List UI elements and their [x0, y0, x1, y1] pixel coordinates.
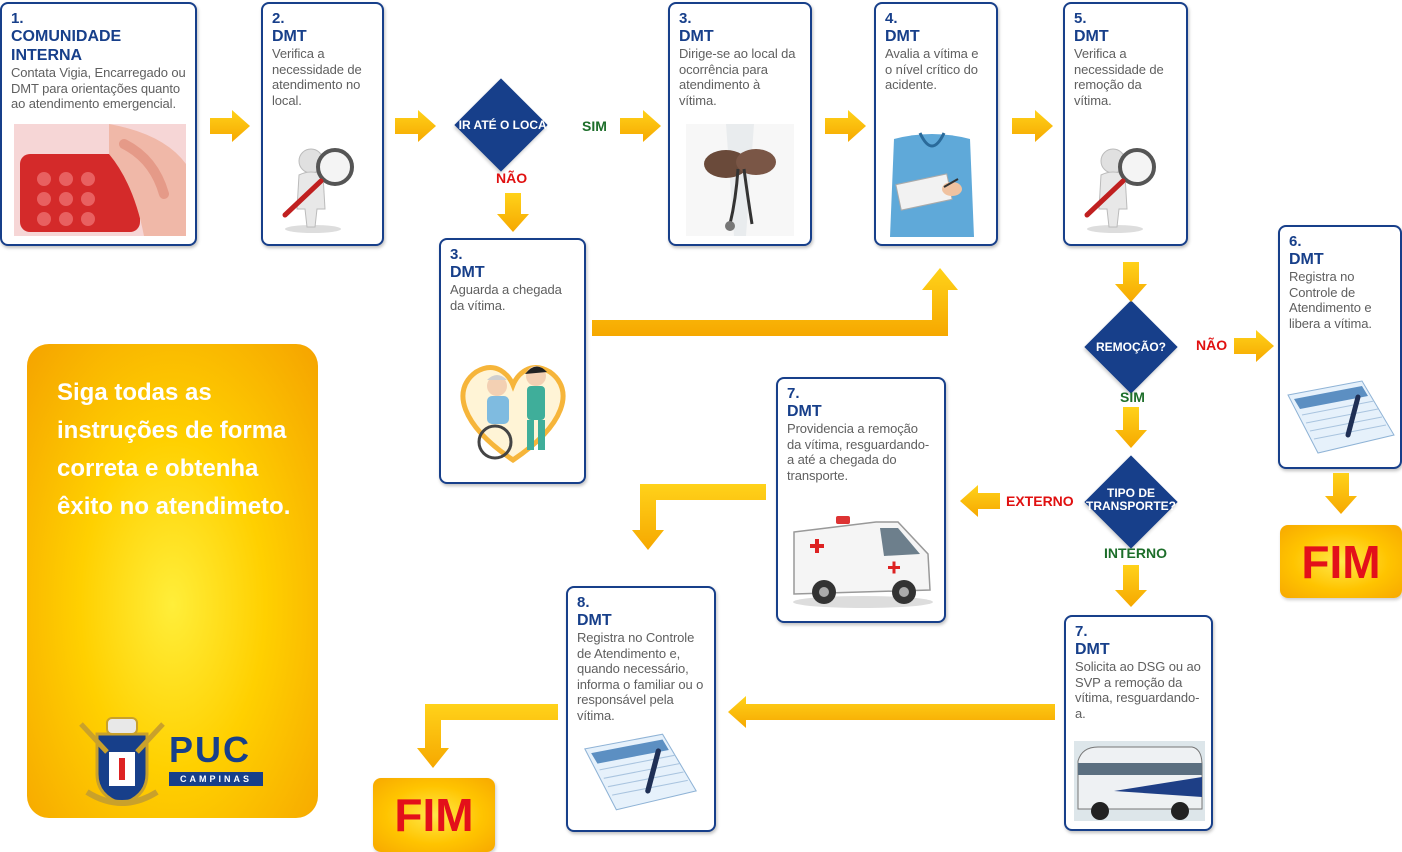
step-number: 6.	[1289, 233, 1302, 250]
arrow-7b-to-8	[728, 696, 1055, 728]
arrow-8-to-fim	[417, 704, 558, 768]
arrow-sim-to-3a	[620, 110, 661, 142]
decision-transport-external: EXTERNO	[1006, 493, 1074, 509]
step-description: Aguarda a chegada da vítima.	[450, 282, 562, 313]
decision-removal-label: REMOÇÃO?	[1096, 339, 1166, 354]
decision-removal-yes: SIM	[1120, 389, 1145, 405]
step-3b-box: 3. DMT Aguarda a chegada da vítima.	[439, 238, 586, 484]
step-number: 4.	[885, 10, 898, 27]
step-5-box: 5. DMT Verifica a necessidade de remoção…	[1063, 2, 1188, 246]
step-7b-box: 7. DMT Solicita ao DSG ou ao SVP a remoç…	[1064, 615, 1213, 831]
step-4-box: 4. DMT Avalia a vítima e o nível crítico…	[874, 2, 998, 246]
step-description: Solicita ao DSG ou ao SVP a remoção da v…	[1075, 659, 1201, 721]
step-description: Registra no Controle de Atendimento e, q…	[577, 630, 704, 723]
step-description: Contata Vigia, Encarregado ou DMT para o…	[11, 65, 186, 111]
step-1-box: 1. COMUNIDADE INTERNA Contata Vigia, Enc…	[0, 2, 197, 246]
instructions-panel: Siga todas as instruções de forma corret…	[27, 344, 318, 818]
form-document-icon	[584, 733, 697, 811]
instructions-text: Siga todas as instruções de forma corret…	[57, 379, 291, 520]
arrow-4-to-5	[1012, 110, 1053, 142]
decision-transport-label: TIPO DE TRANSPORTE?	[1086, 486, 1176, 513]
step-2-box: 2. DMT Verifica a necessidade de atendim…	[261, 2, 384, 246]
step-3a-box: 3. DMT Dirige-se ao local da ocorrência …	[668, 2, 812, 246]
logo-name: PUC	[169, 729, 252, 770]
arrow-1-to-2	[210, 110, 250, 142]
step-role: DMT	[787, 403, 822, 420]
step-6-box: 6. DMT Registra no Controle de Atendimen…	[1278, 225, 1402, 469]
step-role: COMUNIDADE INTERNA	[11, 28, 122, 64]
step-number: 7.	[787, 385, 800, 402]
decision-removal-no: NÃO	[1196, 337, 1228, 353]
step-number: 7.	[1075, 623, 1088, 640]
decision-transport-internal: INTERNO	[1104, 545, 1167, 561]
step-8-box: 8. DMT Registra no Controle de Atendimen…	[566, 586, 716, 832]
step-number: 5.	[1074, 10, 1087, 27]
ambulance-icon	[793, 516, 933, 608]
step-role: DMT	[1289, 251, 1324, 268]
arrow-6-to-fim	[1325, 473, 1357, 514]
telephone-icon	[14, 124, 186, 236]
arrow-2-to-decision	[395, 110, 436, 142]
step-number: 1.	[11, 10, 24, 27]
end-terminal-bottom: FIM	[373, 778, 495, 852]
decision-go-to-site-label: IR ATÉ O LOCAL?	[458, 117, 562, 132]
step-role: DMT	[272, 28, 307, 45]
step-description: Verifica a necessidade de remoção da vít…	[1074, 46, 1164, 108]
step-role: DMT	[1074, 28, 1109, 45]
form-document-icon	[1287, 380, 1395, 454]
arrow-7a-elbow	[632, 484, 766, 550]
step-description: Avalia a vítima e o nível crítico do aci…	[885, 46, 979, 92]
arrow-3b-to-4	[592, 268, 958, 336]
magnifier-figure-icon	[282, 148, 354, 233]
arrow-externo-to-7a	[960, 485, 1000, 517]
doctor-stethoscope-image	[686, 124, 794, 236]
arrow-sim-to-transport	[1115, 407, 1147, 448]
arrow-no-to-6	[1234, 330, 1274, 362]
step-7a-box: 7. DMT Providencia a remoção da vítima, …	[776, 377, 946, 623]
step-role: DMT	[679, 28, 714, 45]
step-description: Dirige-se ao local da ocorrência para at…	[679, 46, 796, 108]
nurse-clipboard-image	[884, 129, 980, 237]
step-role: DMT	[1075, 641, 1110, 658]
step-description: Providencia a remoção da vítima, resguar…	[787, 421, 930, 483]
end-terminal-right: FIM	[1280, 525, 1402, 598]
decision-go-to-site-no: NÃO	[496, 170, 528, 186]
arrow-nao-to-3b	[497, 193, 529, 232]
logo-subtitle: CAMPINAS	[169, 772, 263, 786]
step-role: DMT	[577, 612, 612, 629]
step-role: DMT	[450, 264, 485, 281]
wheelchair-nurse-icon	[460, 365, 566, 464]
van-image	[1074, 741, 1205, 821]
step-description: Registra no Controle de Atendimento e li…	[1289, 269, 1372, 331]
arrow-3a-to-4	[825, 110, 866, 142]
magnifier-figure-icon	[1084, 148, 1156, 233]
step-role: DMT	[885, 28, 920, 45]
puc-campinas-crest-logo	[79, 717, 165, 806]
decision-go-to-site-yes: SIM	[582, 118, 607, 134]
step-number: 3.	[450, 246, 463, 263]
step-number: 3.	[679, 10, 692, 27]
step-number: 8.	[577, 594, 590, 611]
arrow-5-to-removal	[1115, 262, 1147, 302]
arrow-interno-to-7b	[1115, 565, 1147, 607]
step-description: Verifica a necessidade de atendimento no…	[272, 46, 362, 108]
step-number: 2.	[272, 10, 285, 27]
